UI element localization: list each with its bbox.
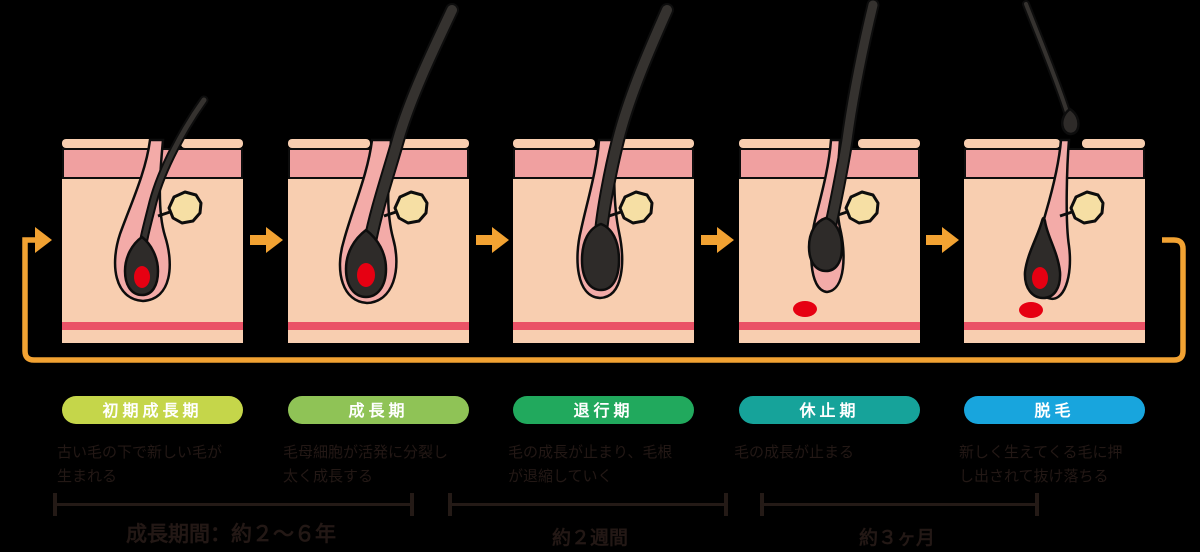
skin-cross-section-illustration xyxy=(288,3,469,343)
skin-cross-section-illustration xyxy=(964,0,1145,343)
stage-description: 新しく生えてくる毛に押 し出されて抜け落ちる xyxy=(959,443,1123,485)
stage-badge: 初期成長期 xyxy=(62,396,243,424)
arrow-right-icon xyxy=(476,227,509,253)
gland-duct xyxy=(608,210,622,218)
gland-duct xyxy=(157,210,171,218)
hair-bulb-club xyxy=(807,216,844,273)
stage-block-shedding: 脱毛 新しく生えてくる毛に押 し出されて抜け落ちる xyxy=(959,0,1145,552)
skin-surface-strip xyxy=(62,139,157,148)
duration-label: 約２週間 xyxy=(551,527,628,549)
dermal-papilla xyxy=(1032,267,1048,289)
stage-block-anagen: 成長期 毛母細胞が活発に分裂し 太く成長する xyxy=(283,0,469,552)
stage-badge: 成長期 xyxy=(288,396,469,424)
stage-description: 古い毛の下で新しい毛が 生まれる xyxy=(57,443,223,485)
skin-surface-strip xyxy=(288,139,370,148)
sebaceous-gland-icon xyxy=(167,190,203,225)
base-red-line xyxy=(964,322,1145,330)
skin-cross-section-illustration xyxy=(739,0,920,343)
falling-hair-shaft xyxy=(1024,2,1069,114)
arrow-right-icon xyxy=(35,227,52,253)
stage-description: 毛母細胞が活発に分裂し 太く成長する xyxy=(283,443,449,485)
stage-block-catagen: 退行期 毛の成長が止まり、毛根 が退縮していく xyxy=(508,0,694,552)
stage-badge: 退行期 xyxy=(513,396,694,424)
dermal-papilla xyxy=(134,266,150,288)
dermal-papilla-detached xyxy=(1019,302,1043,318)
skin-surface-strip xyxy=(858,139,920,148)
stage-block-early-anagen: 初期成長期 古い毛の下で新しい毛が 生まれる xyxy=(57,0,243,552)
dermal-papilla xyxy=(357,263,375,287)
base-red-line xyxy=(513,322,694,330)
base-red-line xyxy=(739,322,920,330)
duration-label: 成長期間：約２〜６年 xyxy=(126,522,336,546)
skin-surface-strip xyxy=(1082,139,1145,148)
stage-block-telogen: 休止期 毛の成長が止まる xyxy=(734,0,920,552)
stage-description: 毛の成長が止まる xyxy=(734,443,855,461)
base-red-line xyxy=(62,322,243,330)
stage-badge: 脱毛 xyxy=(964,396,1145,424)
gland-duct xyxy=(1059,210,1073,218)
hair-bulb-club xyxy=(580,222,621,292)
hair-shaft xyxy=(596,5,672,237)
sebaceous-gland-icon xyxy=(618,190,654,225)
sebaceous-gland-icon xyxy=(393,190,429,225)
falling-hair-bulb xyxy=(1061,107,1080,136)
stage-description: 毛の成長が止まり、毛根 が退縮していく xyxy=(508,443,673,485)
arrow-right-icon xyxy=(701,227,734,253)
skin-surface-strip xyxy=(964,139,1060,148)
dermal-papilla-detached xyxy=(793,301,817,317)
sebaceous-gland-icon xyxy=(1069,190,1105,225)
arrow-right-icon xyxy=(250,227,283,253)
skin-surface-strip xyxy=(739,139,834,148)
skin-surface-strip xyxy=(513,139,595,148)
hair-shaft xyxy=(826,0,878,229)
gland-duct xyxy=(383,210,397,218)
duration-label: 約３ヶ月 xyxy=(858,527,935,549)
skin-cross-section-illustration xyxy=(62,95,243,343)
stage-badge: 休止期 xyxy=(739,396,920,424)
skin-cross-section-illustration xyxy=(513,3,694,343)
skin-surface-strip xyxy=(400,139,469,148)
epidermis-layer xyxy=(964,148,1145,179)
sebaceous-gland-icon xyxy=(844,190,880,225)
skin-surface-strip xyxy=(181,139,243,148)
hair-shaft xyxy=(365,5,457,247)
skin-surface-strip xyxy=(617,139,694,148)
arrow-right-icon xyxy=(926,227,959,253)
base-red-line xyxy=(288,322,469,330)
